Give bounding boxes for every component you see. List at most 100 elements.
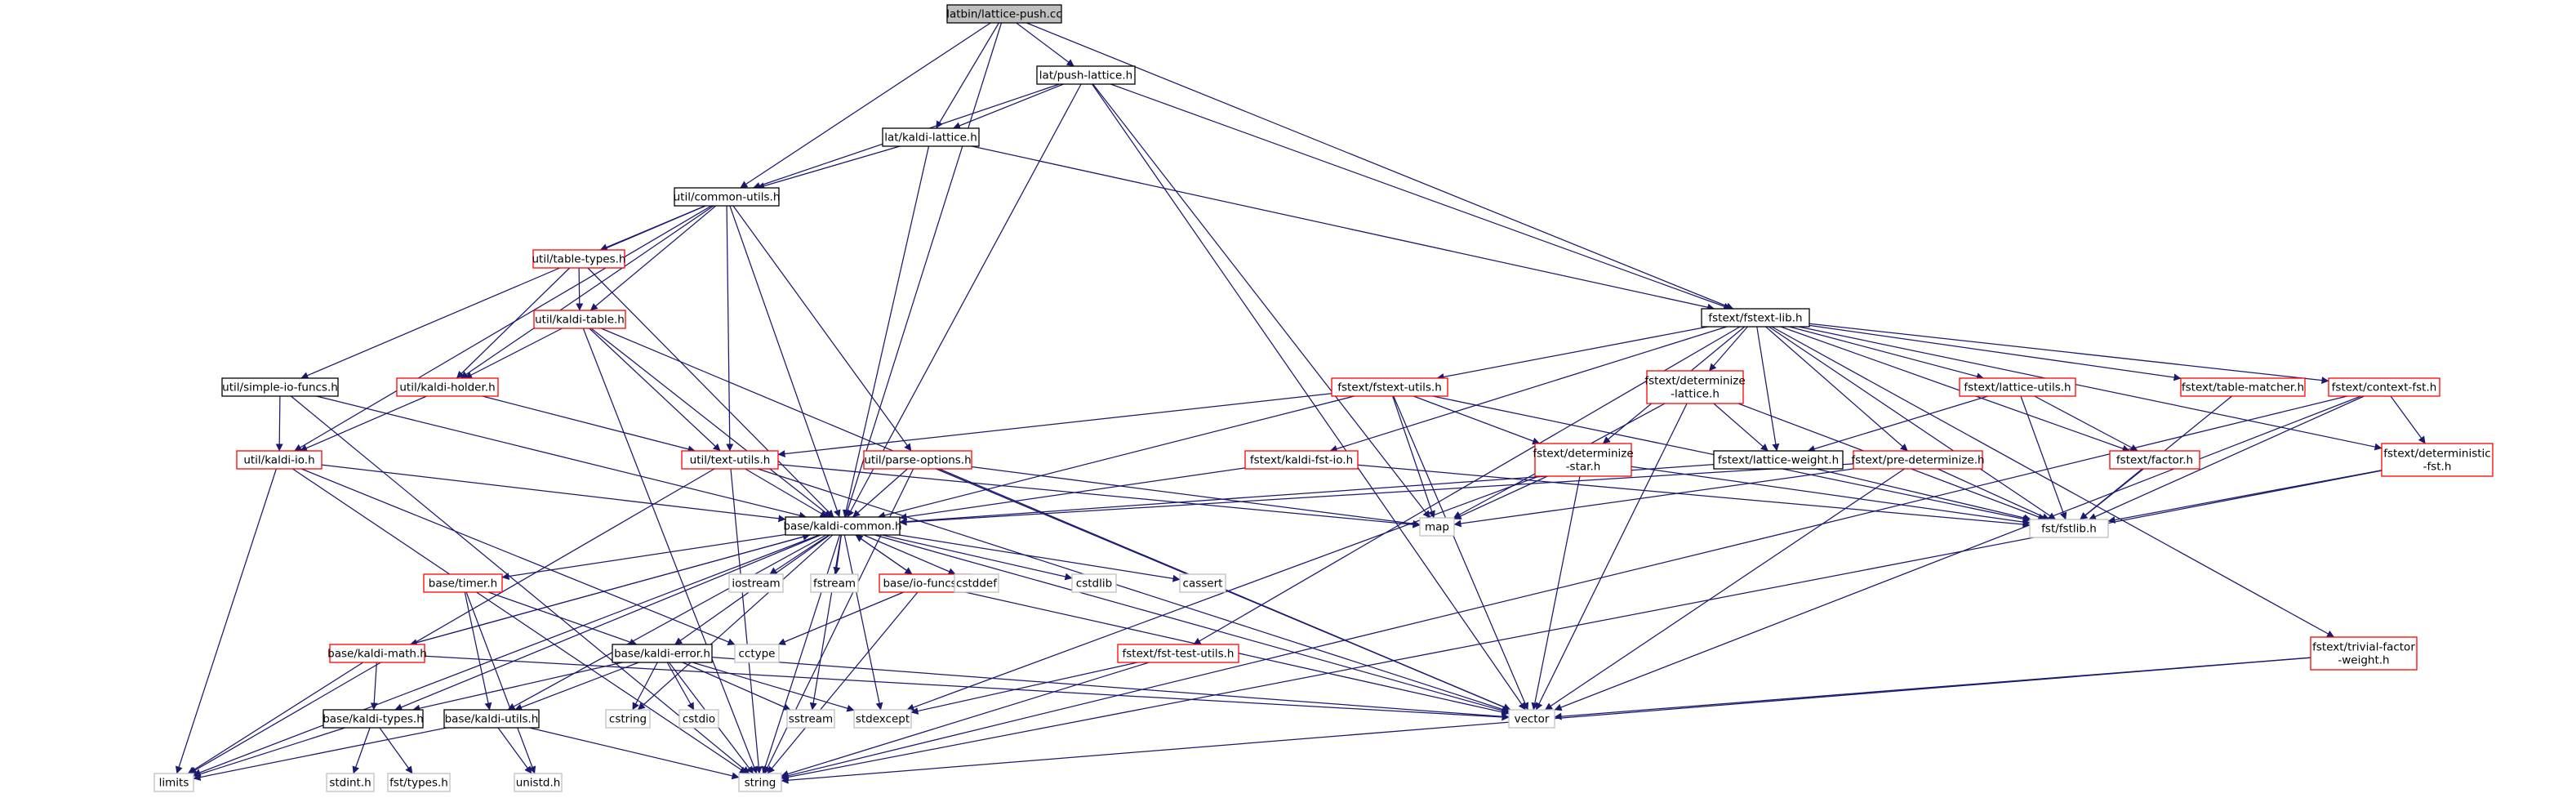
node-box-fstream [810, 573, 859, 593]
node-trivial-factor[interactable]: fstext/trivial-factor-weight.h [2310, 636, 2418, 671]
node-kaldi-table[interactable]: util/kaldi-table.h [533, 310, 626, 329]
node-label-fst-types: fst/types.h [389, 777, 448, 790]
node-io-funcs[interactable]: base/io-funcs.h [879, 573, 972, 593]
edge-kaldi-types-to-limits [193, 727, 345, 778]
node-label-deterministic-fst-line-1: fstext/deterministic [2383, 448, 2490, 461]
node-label-fstream: fstream [813, 577, 856, 591]
edge-kaldi-common-to-vector [874, 534, 1510, 715]
node-parse-options[interactable]: util/parse-options.h [863, 450, 972, 470]
node-box-common-utils [674, 187, 780, 207]
node-box-kaldi-io [236, 450, 323, 470]
edge-text-utils-to-map [777, 463, 1421, 528]
edge-determinize-star-to-vector [1531, 475, 1581, 711]
edge-kaldi-fst-io-to-fstlib [1357, 464, 2031, 528]
node-box-kaldi-error [612, 644, 713, 663]
edge-determinize-lattice-to-vector [1535, 403, 1688, 711]
node-box-cassert [1179, 573, 1226, 593]
edge-io-funcs-to-kaldi-common [855, 534, 913, 575]
edge-kaldi-fst-io-to-kaldi-common [899, 467, 1246, 521]
edge-base-timer-to-kaldi-utils [464, 591, 492, 711]
node-box-kaldi-lattice [882, 127, 980, 147]
node-base-timer[interactable]: base/timer.h [423, 573, 503, 593]
edge-text-utils-to-string [730, 468, 763, 774]
edge-simple-io-to-kaldi-io [275, 395, 283, 452]
node-label-kaldi-holder: util/kaldi-holder.h [399, 381, 495, 395]
edge-fstext-lib-to-pre-determinize [1765, 326, 1908, 452]
edge-kaldi-common-to-cstdlib [882, 534, 1073, 581]
edge-fstext-lib-to-lattice-utils [1789, 326, 1984, 381]
node-label-common-utils: util/common-utils.h [674, 191, 781, 204]
node-box-sstream [786, 709, 835, 729]
edge-text-utils-to-limits [189, 468, 715, 774]
node-factor[interactable]: fstext/factor.h [2109, 450, 2200, 470]
node-fstext-utils[interactable]: fstext/fstext-utils.h [1331, 377, 1448, 397]
edge-parse-options-to-map [971, 466, 1421, 528]
edge-common-utils-to-parse-options [732, 205, 912, 452]
node-determinize-lattice[interactable]: fstext/determinize-lattice.h [1644, 370, 1746, 404]
node-box-fst-types [387, 773, 451, 792]
node-box-parse-options [863, 450, 972, 470]
edge-kaldi-common-to-iostream [769, 534, 830, 575]
node-label-determinize-lattice-line-2: -lattice.h [1671, 388, 1720, 401]
node-table-types[interactable]: util/table-types.h [532, 249, 626, 269]
node-box-stdexcept [853, 709, 912, 729]
node-kaldi-io[interactable]: util/kaldi-io.h [236, 450, 323, 470]
edge-common-utils-to-kaldi-common [729, 205, 841, 518]
node-box-map [1419, 517, 1455, 537]
node-label-kaldi-fst-io: fstext/kaldi-fst-io.h [1250, 454, 1353, 467]
edge-kaldi-table-to-string [582, 328, 758, 774]
node-text-utils[interactable]: util/text-utils.h [681, 450, 779, 470]
edge-fstext-lib-to-table-matcher [1809, 324, 2182, 381]
node-label-cctype: cctype [738, 648, 775, 661]
edge-kaldi-common-to-sstream [809, 534, 842, 711]
node-label-stdexcept: stdexcept [856, 713, 910, 726]
edge-kaldi-io-to-kaldi-common [321, 464, 786, 523]
node-deterministic-fst[interactable]: fstext/deterministic-fst.h [2381, 443, 2494, 477]
edge-base-timer-to-kaldi-error [487, 591, 638, 646]
node-box-lattice-push [946, 4, 1062, 24]
edge-push-lattice-to-kaldi-lattice [953, 83, 1064, 130]
node-kaldi-holder[interactable]: util/kaldi-holder.h [396, 377, 499, 397]
node-fstext-lib[interactable]: fstext/fstext-lib.h [1701, 308, 1810, 328]
node-kaldi-common[interactable]: base/kaldi-common.h [783, 516, 902, 536]
node-table-matcher[interactable]: fstext/table-matcher.h [2180, 377, 2306, 397]
node-pre-determinize[interactable]: fstext/pre-determinize.h [1851, 450, 1985, 470]
node-box-kaldi-common [785, 516, 901, 536]
node-lattice-weight[interactable]: fstext/lattice-weight.h [1713, 450, 1844, 470]
edge-kaldi-error-to-cstring [632, 662, 658, 711]
node-simple-io[interactable]: util/simple-io-funcs.h [221, 377, 339, 397]
node-label-cassert: cassert [1183, 577, 1223, 591]
edge-fstext-utils-to-map [1392, 395, 1435, 519]
edge-fstext-utils-to-determinize-star [1413, 395, 1541, 445]
node-kaldi-utils[interactable]: base/kaldi-utils.h [443, 709, 540, 729]
edge-kaldi-common-to-cstring [637, 534, 834, 711]
node-lattice-utils[interactable]: fstext/lattice-utils.h [1959, 377, 2076, 397]
node-common-utils[interactable]: util/common-utils.h [674, 187, 781, 207]
edge-kaldi-utils-to-unistd [497, 727, 532, 774]
node-kaldi-lattice[interactable]: lat/kaldi-lattice.h [882, 127, 980, 147]
node-label-table-matcher: fstext/table-matcher.h [2182, 381, 2304, 395]
node-lattice-push[interactable]: latbin/lattice-push.cc [946, 4, 1062, 24]
node-label-kaldi-error: base/kaldi-error.h [614, 648, 710, 661]
node-determinize-star[interactable]: fstext/determinize-star.h [1533, 443, 1634, 477]
node-label-cstdio: cstdio [683, 713, 715, 726]
node-label-io-funcs: base/io-funcs.h [883, 577, 967, 591]
node-kaldi-fst-io[interactable]: fstext/kaldi-fst-io.h [1244, 450, 1359, 470]
node-kaldi-types[interactable]: base/kaldi-types.h [323, 709, 424, 729]
edge-kaldi-math-to-vector [424, 655, 1510, 721]
node-fst-test-utils[interactable]: fstext/fst-test-utils.h [1117, 644, 1239, 663]
node-box-iostream [728, 573, 784, 593]
node-kaldi-math[interactable]: base/kaldi-math.h [327, 644, 427, 663]
node-box-table-types [532, 249, 625, 269]
node-kaldi-error[interactable]: base/kaldi-error.h [612, 644, 713, 663]
node-push-lattice[interactable]: lat/push-lattice.h [1036, 65, 1136, 85]
edge-kaldi-common-to-cassert [899, 534, 1181, 582]
edge-kaldi-common-to-limits [193, 534, 820, 776]
edge-determinize-star-to-stdexcept [906, 475, 1540, 711]
edge-pre-determinize-to-kaldi-common [899, 463, 1854, 526]
node-iostream: iostream [728, 573, 784, 593]
node-context-fst[interactable]: fstext/context-fst.h [2328, 377, 2440, 397]
edge-io-funcs-to-cctype [777, 591, 904, 645]
edge-fstext-utils-to-text-utils [777, 393, 1332, 458]
node-label-fst-test-utils: fstext/fst-test-utils.h [1123, 648, 1235, 661]
